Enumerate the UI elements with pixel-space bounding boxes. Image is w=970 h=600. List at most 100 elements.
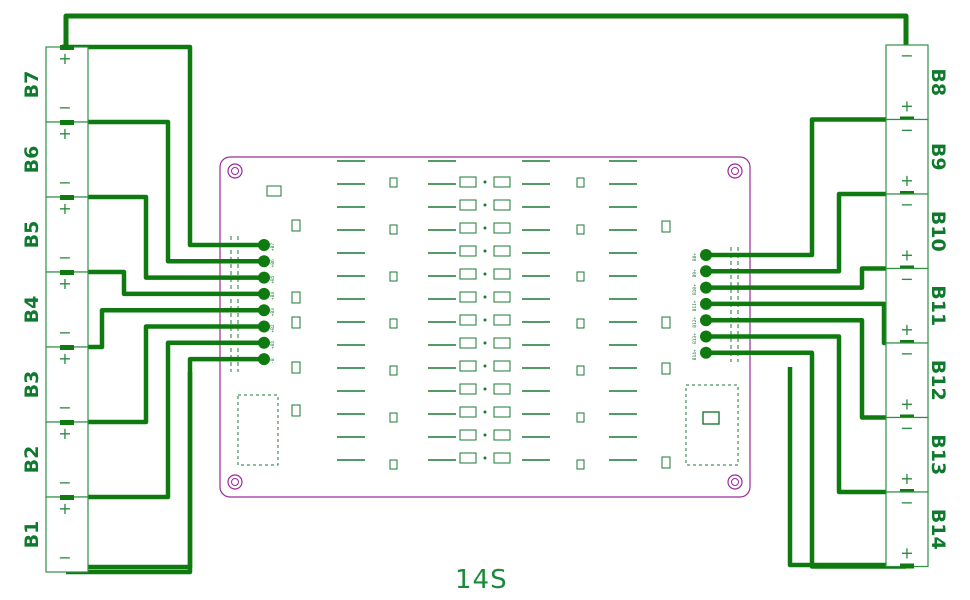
transistor-footprint <box>459 337 477 349</box>
cell-b14: −+B14 <box>885 491 949 569</box>
cell-label-b8: B8 <box>927 68 949 96</box>
capacitor-footprint <box>576 271 585 282</box>
transistor-footprint <box>493 314 511 326</box>
pad-left <box>258 287 270 300</box>
capacitor-footprint <box>389 365 398 376</box>
cell-minus-sign: − <box>900 493 913 512</box>
pin-label-right: B11+ <box>692 300 698 311</box>
cell-plus-sign: + <box>58 49 71 68</box>
pin-label-left: +B3 <box>270 308 276 316</box>
cell-body <box>885 44 929 121</box>
pin-label-right: B14+ <box>692 349 698 360</box>
cell-b2: +−B2 <box>21 420 89 498</box>
mounting-hole-bottom-left <box>227 474 243 490</box>
cell-body <box>885 118 929 195</box>
transistor-footprint <box>493 291 511 303</box>
pin-marker <box>483 203 487 207</box>
pad-right <box>700 249 712 261</box>
mounting-hole-top-right <box>727 163 743 179</box>
transistor-footprint <box>493 406 511 418</box>
cell-minus-sign: − <box>58 398 71 417</box>
component-footprint <box>291 219 301 232</box>
cell-body <box>45 496 89 573</box>
cell-label-b9: B9 <box>927 143 949 171</box>
component-footprint <box>661 362 671 375</box>
pin-marker <box>483 341 487 345</box>
cell-body <box>885 491 929 568</box>
transistor-footprint <box>459 452 477 464</box>
pin-label-left: +B7 <box>270 243 276 251</box>
battery-cells: +−B7+−B6+−B5+−B4+−B3+−B2+−B1−+B8−+B9−+B1… <box>21 44 949 573</box>
cell-plus-sign: + <box>900 469 913 488</box>
wire-b14-bottom <box>787 367 906 568</box>
cell-minus-sign: − <box>58 248 71 267</box>
pin-marker <box>483 249 487 253</box>
cell-b7: +−B7 <box>21 45 89 123</box>
pin-marker <box>483 295 487 299</box>
capacitor-footprint <box>576 224 585 235</box>
pin-label-right: B8+ <box>692 253 698 261</box>
cell-b3: +−B3 <box>21 345 89 423</box>
cell-body <box>885 193 929 270</box>
transistor-footprint <box>493 429 511 441</box>
cell-label-b13: B13 <box>927 434 949 475</box>
pad-right <box>700 297 712 310</box>
cell-plus-sign: + <box>58 424 71 443</box>
pin-marker <box>483 364 487 368</box>
transistor-footprint <box>459 314 477 326</box>
cell-plus-sign: + <box>58 499 71 518</box>
pin-marker <box>483 433 487 437</box>
cell-label-b11: B11 <box>927 285 949 326</box>
configuration-title: 14S <box>455 565 508 595</box>
pin-marker <box>483 387 487 391</box>
cell-b4: +−B4 <box>21 270 89 348</box>
cell-minus-sign: − <box>58 173 71 192</box>
capacitor-footprint <box>389 224 398 235</box>
cell-label-b6: B6 <box>21 146 43 174</box>
cell-plus-sign: + <box>900 395 913 414</box>
transistor-footprint <box>493 452 511 464</box>
cell-terminal <box>60 420 74 425</box>
transistor-footprint <box>459 222 477 234</box>
cell-b8: −+B8 <box>885 44 949 122</box>
capacitor-footprint <box>389 177 398 188</box>
wire-right-2 <box>706 266 906 290</box>
transistor-footprint <box>459 360 477 372</box>
cell-label-b7: B7 <box>21 71 43 99</box>
pad-right <box>700 281 712 294</box>
wire-right-1 <box>706 191 906 274</box>
pad-right <box>700 330 712 343</box>
transistor-footprint <box>493 360 511 372</box>
component-footprint <box>291 291 301 304</box>
cell-terminal <box>60 495 74 500</box>
transistor-footprint <box>459 199 477 211</box>
cell-b13: −+B13 <box>885 416 949 494</box>
cell-b10: −+B10 <box>885 193 949 271</box>
component-footprint <box>291 316 301 329</box>
cell-b1: +−B1 <box>21 495 89 573</box>
cell-label-b1: B1 <box>21 521 43 549</box>
cell-label-b4: B4 <box>21 296 43 324</box>
cell-b12: −+B12 <box>885 342 949 420</box>
transistor-footprint <box>493 383 511 395</box>
cell-minus-sign: − <box>900 46 913 65</box>
cell-terminal <box>60 345 74 350</box>
wire-right-5 <box>706 334 906 495</box>
pad-right <box>700 265 712 278</box>
cell-b5: +−B5 <box>21 195 89 273</box>
cell-plus-sign: + <box>58 349 71 368</box>
ic-footprint-right <box>685 384 739 466</box>
pcb-silkscreen-components <box>230 160 739 470</box>
pad-right <box>700 346 712 359</box>
pin-label-right: B10+ <box>692 284 698 295</box>
cell-minus-sign: − <box>58 323 71 342</box>
cell-b9: −+B9 <box>885 118 949 196</box>
capacitor-footprint <box>389 318 398 329</box>
capacitor-footprint <box>389 271 398 282</box>
component-footprint <box>661 456 671 469</box>
cell-plus-sign: + <box>58 199 71 218</box>
wire-right-4 <box>706 317 906 420</box>
capacitor-footprint <box>576 365 585 376</box>
component-footprint <box>291 361 301 374</box>
